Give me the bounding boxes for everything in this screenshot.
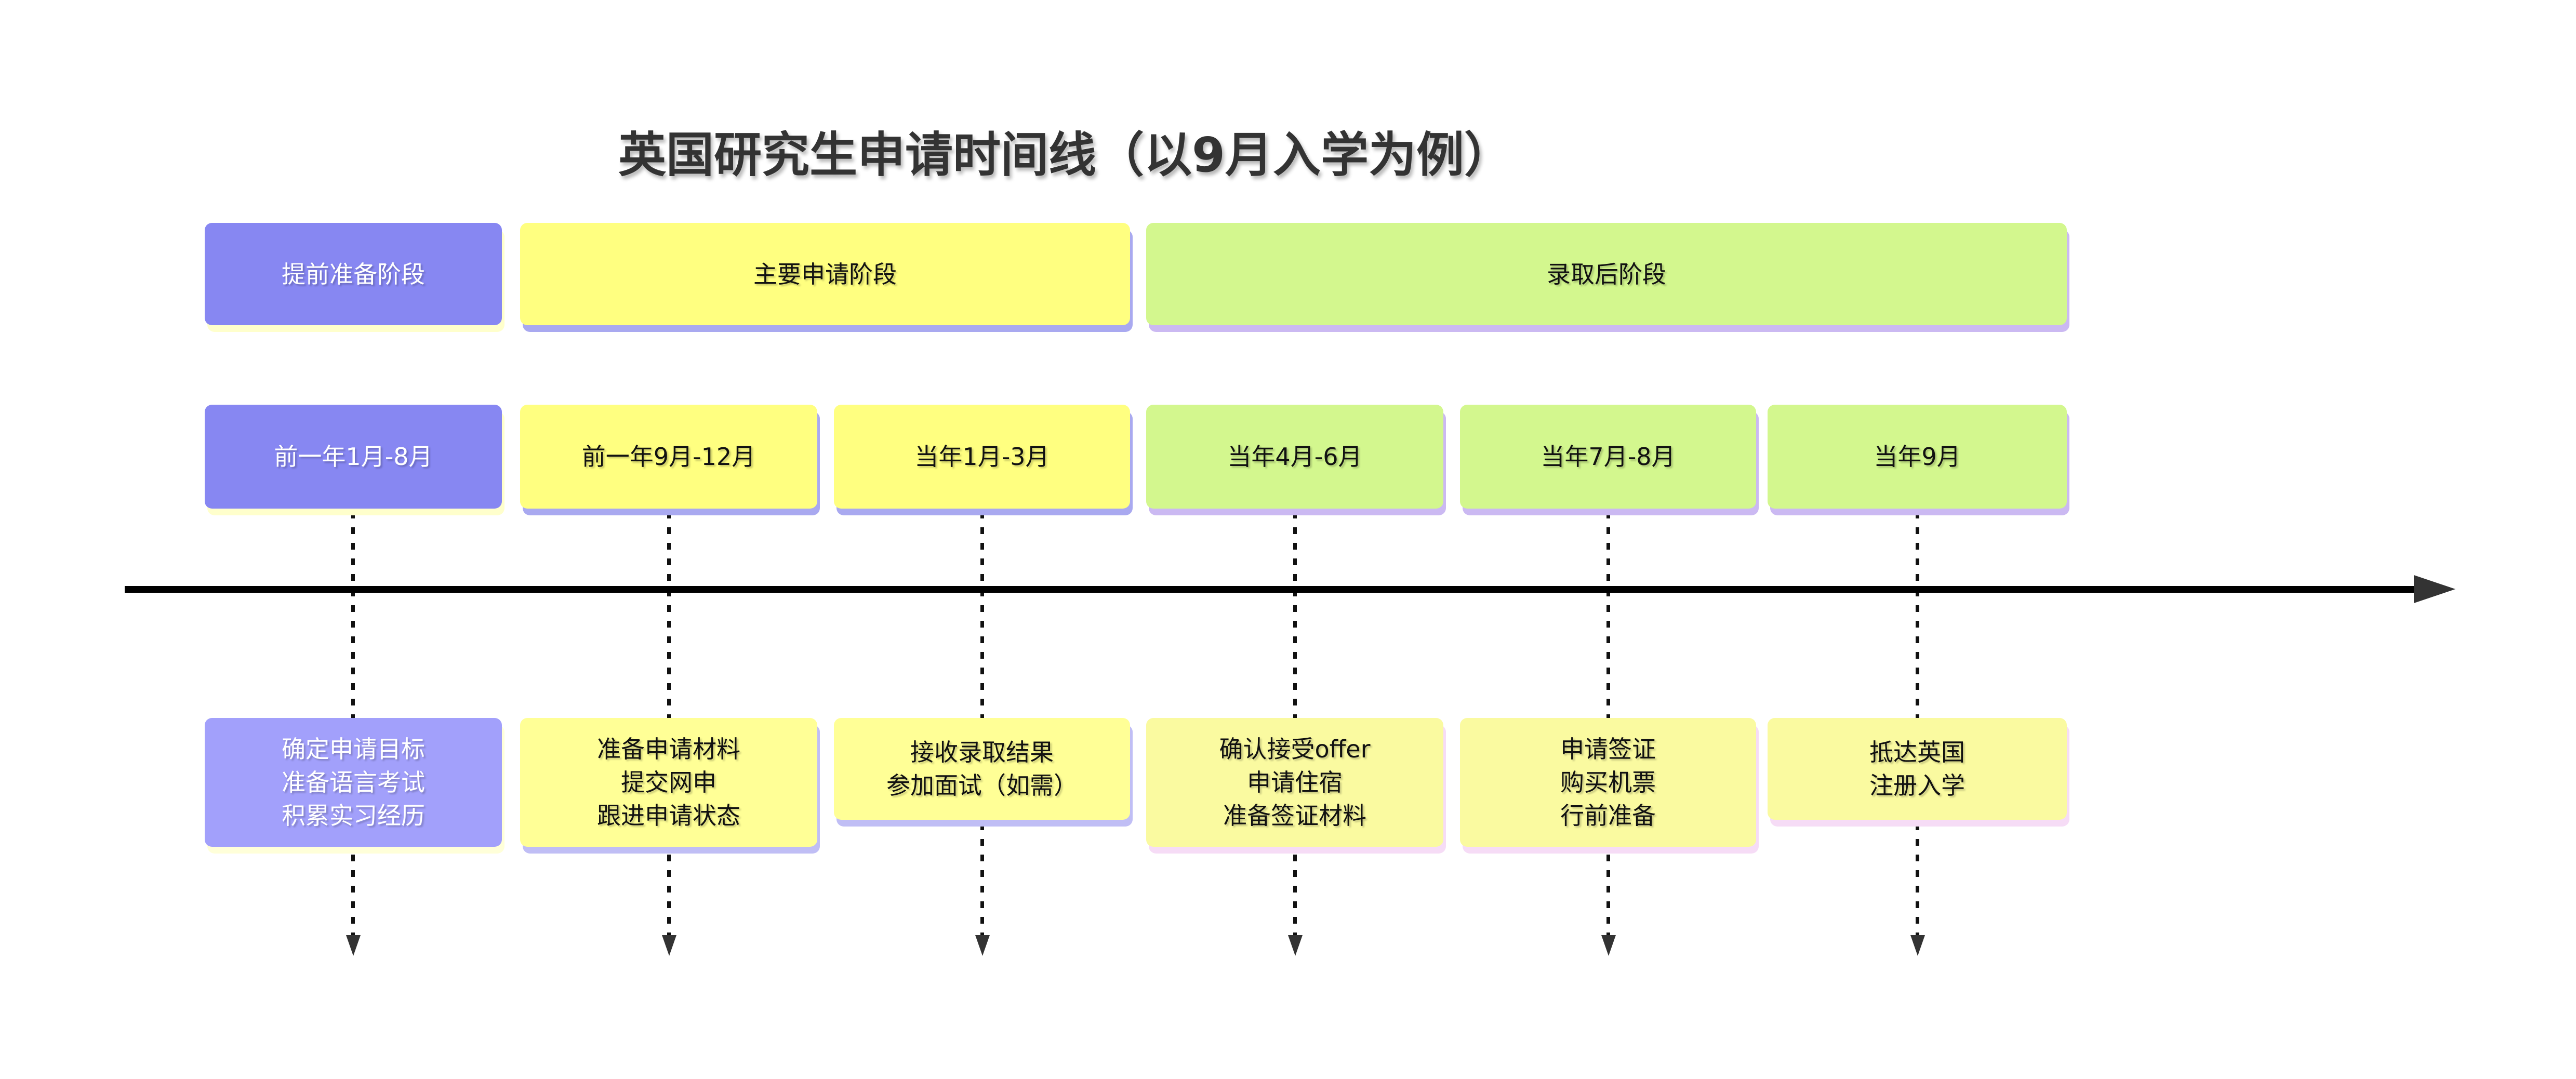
task-box-6: 抵达英国 注册入学 <box>1768 718 2069 827</box>
task-line: 购买机票 <box>1560 768 1656 796</box>
period-label: 当年9月 <box>1768 405 2067 509</box>
task-line: 行前准备 <box>1560 802 1656 830</box>
connector-arrow-icon <box>1601 935 1616 956</box>
connector-arrow-icon <box>975 935 990 956</box>
period-box-4: 当年4月-6月 <box>1146 405 1446 515</box>
phase-box-post-offer: 录取后阶段 <box>1146 223 2069 332</box>
task-line: 跟进申请状态 <box>597 802 740 830</box>
timeline-axis <box>125 586 2416 593</box>
phase-label: 主要申请阶段 <box>520 223 1130 325</box>
task-line: 注册入学 <box>1869 771 1965 800</box>
phase-label: 录取后阶段 <box>1146 223 2067 325</box>
period-label: 前一年1月-8月 <box>205 405 502 509</box>
task-line: 确认接受offer <box>1219 735 1371 763</box>
connector-arrow-icon <box>662 935 676 956</box>
task-line: 申请住宿 <box>1247 768 1343 796</box>
period-box-1: 前一年1月-8月 <box>205 405 504 515</box>
task-line: 积累实习经历 <box>282 802 425 830</box>
period-label: 当年4月-6月 <box>1146 405 1443 509</box>
axis-arrow-icon <box>2414 575 2455 603</box>
period-box-2: 前一年9月-12月 <box>520 405 820 515</box>
task-line: 抵达英国 <box>1869 738 1965 766</box>
connector-arrow-icon <box>346 935 361 956</box>
task-line: 确定申请目标 <box>282 735 425 763</box>
task-box-3: 接收录取结果 参加面试（如需） <box>834 718 1133 827</box>
task-line: 准备签证材料 <box>1223 802 1366 830</box>
task-box-5: 申请签证 购买机票 行前准备 <box>1460 718 1759 854</box>
task-label-group: 申请签证 购买机票 行前准备 <box>1460 718 1756 847</box>
task-box-1: 确定申请目标 准备语言考试 积累实习经历 <box>205 718 504 854</box>
task-line: 申请签证 <box>1560 735 1656 763</box>
task-label-group: 准备申请材料 提交网申 跟进申请状态 <box>520 718 817 847</box>
period-label: 前一年9月-12月 <box>520 405 817 509</box>
connector-arrow-icon <box>1910 935 1925 956</box>
task-line: 接收录取结果 <box>910 738 1054 766</box>
period-box-5: 当年7月-8月 <box>1460 405 1759 515</box>
task-line: 准备语言考试 <box>282 768 425 796</box>
phase-box-main-application: 主要申请阶段 <box>520 223 1133 332</box>
task-label-group: 确认接受offer 申请住宿 准备签证材料 <box>1146 718 1443 847</box>
task-line: 准备申请材料 <box>597 735 740 763</box>
connector-arrow-icon <box>1288 935 1303 956</box>
task-label-group: 确定申请目标 准备语言考试 积累实习经历 <box>205 718 502 847</box>
phase-label: 提前准备阶段 <box>205 223 502 325</box>
period-box-3: 当年1月-3月 <box>834 405 1133 515</box>
task-line: 提交网申 <box>621 768 716 796</box>
task-box-4: 确认接受offer 申请住宿 准备签证材料 <box>1146 718 1446 854</box>
task-line: 参加面试（如需） <box>886 771 1078 800</box>
task-box-2: 准备申请材料 提交网申 跟进申请状态 <box>520 718 820 854</box>
period-box-6: 当年9月 <box>1768 405 2069 515</box>
diagram-title: 英国研究生申请时间线（以9月入学为例） <box>618 127 1512 183</box>
task-label-group: 抵达英国 注册入学 <box>1768 718 2067 820</box>
phase-box-early-prep: 提前准备阶段 <box>205 223 504 332</box>
task-label-group: 接收录取结果 参加面试（如需） <box>834 718 1130 820</box>
period-label: 当年7月-8月 <box>1460 405 1756 509</box>
period-label: 当年1月-3月 <box>834 405 1130 509</box>
